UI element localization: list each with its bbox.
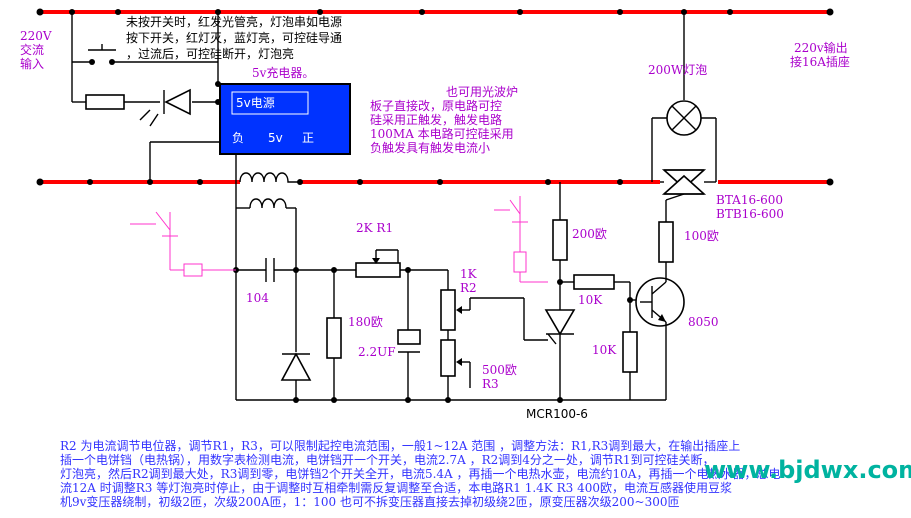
resistor-180	[326, 317, 342, 359]
note-right-4: 100MA 本电路可控硅采用	[370, 126, 514, 141]
triac-lamp	[651, 9, 717, 201]
scr-label: MCR100-6	[526, 407, 588, 421]
pink-sketch-right	[494, 196, 548, 283]
resistor-200	[552, 219, 568, 261]
pink-sketch-left	[130, 211, 236, 277]
control-circuit	[233, 154, 640, 403]
input-label-1: 220V	[20, 29, 52, 43]
r3-label-2: R3	[482, 377, 499, 391]
output-label-1: 220v输出	[794, 40, 848, 55]
input-label-2: 交流	[20, 42, 44, 57]
triac-label-2: BTB16-600	[716, 207, 784, 221]
r10k-a-label: 10K	[578, 293, 603, 307]
watermark: www.bjdwx.com	[704, 456, 911, 484]
potentiometer-r1	[355, 262, 401, 278]
led-indicator	[139, 88, 191, 127]
lamp-label: 200W灯泡	[648, 63, 707, 77]
resistor-10k-base	[573, 274, 615, 290]
push-switch	[88, 44, 116, 65]
note-top-2: 按下开关，红灯灭，蓝灯亮，可控硅导通	[126, 30, 342, 45]
note-right-1: 也可用光波炉	[446, 85, 518, 99]
note-bottom-3: 灯泡亮，然后R2调到最大处，R3调到零，电饼铛2个开关全开，电流5.4A ，再插…	[60, 466, 780, 481]
r180-label: 180欧	[348, 315, 383, 329]
charger-title: 5v充电器。	[252, 65, 314, 80]
r10k-b-label: 10K	[592, 343, 617, 357]
note-bottom-2: 插一个电饼铛（电热锅），用数字表检测电流，电饼铛开一个开关，电流2.7A ，R2…	[60, 452, 715, 467]
note-top-1: 未按开关时，红发光管亮，灯泡串如电源	[126, 14, 342, 29]
input-label-3: 输入	[20, 56, 44, 71]
switch-branch	[71, 12, 219, 110]
output-label-2: 接16A插座	[790, 54, 850, 69]
potentiometer-r2	[440, 289, 456, 331]
transistor-label: 8050	[688, 315, 719, 329]
r100-label: 100欧	[684, 229, 719, 243]
module-pos-label: 正	[302, 131, 314, 145]
potentiometer-r3	[440, 339, 456, 377]
note-bottom-5: 机9v变压器绕制，初级2匝，次级200A匝，1：100 也可不拆变压器直接去掉初…	[60, 494, 679, 509]
module-5v-label: 5v	[268, 131, 283, 145]
module-neg-label: 负	[232, 131, 244, 145]
note-bottom-4: 流12A 时调整R3 等灯泡亮时停止，由于调整时互相牵制需反复调整至合适，本电路…	[60, 480, 732, 495]
note-top-3: ，过流后，可控硅断开，灯泡亮	[126, 46, 294, 61]
capacitor-2u2	[397, 329, 421, 345]
mains-wires	[36, 8, 834, 186]
resistor-10k-pulldown	[622, 331, 638, 373]
note-right-2: 板子直接改，原电路可控	[370, 98, 502, 113]
r2-label-1: 1K	[460, 267, 478, 281]
c104-label: 104	[246, 291, 269, 305]
resistor-100	[658, 221, 674, 263]
labels: 220V 交流 输入 220v输出 接16A插座 未按开关时，红发光管亮，灯泡串…	[20, 14, 911, 509]
c2u2-label: 2.2UF	[358, 345, 396, 359]
power-module: 5v电源 负 5v 正	[219, 83, 351, 155]
resistor-led-series	[85, 94, 125, 110]
r1-label: 2K R1	[356, 221, 393, 235]
triac-label-1: BTA16-600	[716, 193, 783, 207]
r2-label-2: R2	[460, 281, 477, 295]
note-right-5: 负触发具有触发电流小	[370, 140, 490, 155]
r3-label-1: 500欧	[482, 363, 517, 377]
note-right-3: 硅采用正触发，触发电路	[370, 112, 502, 127]
r200-label: 200欧	[572, 227, 607, 241]
module-display: 5v电源	[236, 96, 275, 110]
current-transformer	[236, 172, 300, 270]
note-bottom-1: R2 为电流调节电位器，调节R1，R3，可以限制起控电流范围，一般1~12A 范…	[60, 438, 740, 453]
transistor-8050	[630, 262, 685, 401]
